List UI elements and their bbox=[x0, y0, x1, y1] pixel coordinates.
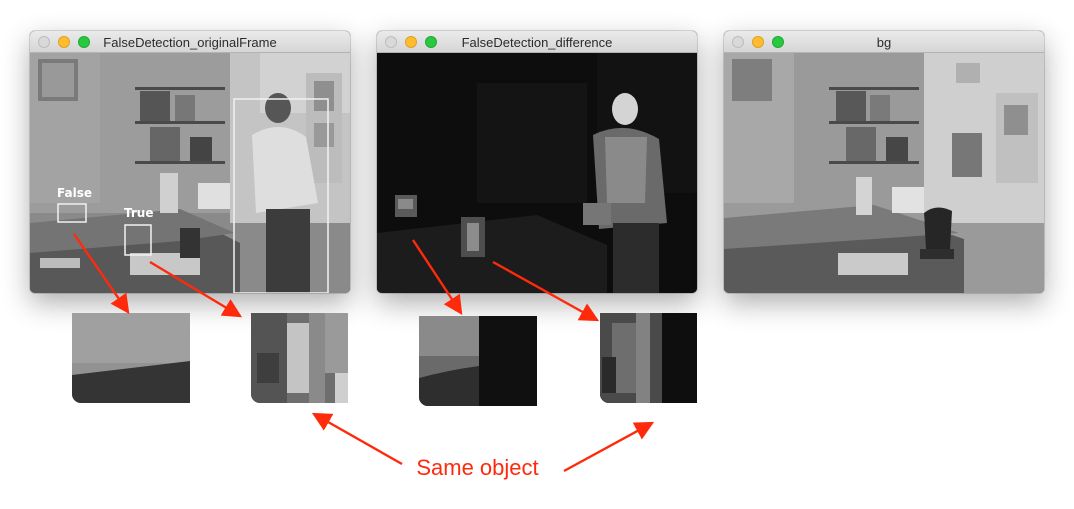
crop-true-original bbox=[251, 313, 348, 403]
background-image bbox=[724, 53, 1044, 293]
maximize-button[interactable] bbox=[425, 36, 437, 48]
window-title: FalseDetection_difference bbox=[461, 35, 613, 50]
close-button[interactable] bbox=[38, 36, 50, 48]
window-titlebar[interactable]: bg bbox=[724, 31, 1044, 53]
window-title: bg bbox=[876, 35, 892, 50]
true-detection-label: True bbox=[124, 206, 153, 220]
crop-true-difference bbox=[600, 313, 697, 403]
window-titlebar[interactable]: FalseDetection_difference bbox=[377, 31, 697, 53]
window-difference[interactable]: FalseDetection_difference bbox=[377, 31, 697, 293]
false-detection-label: False bbox=[57, 186, 92, 200]
same-object-caption: Same object bbox=[416, 455, 539, 480]
maximize-button[interactable] bbox=[772, 36, 784, 48]
window-bg[interactable]: bg bbox=[724, 31, 1044, 293]
window-titlebar[interactable]: FalseDetection_originalFrame bbox=[30, 31, 350, 53]
close-button[interactable] bbox=[385, 36, 397, 48]
minimize-button[interactable] bbox=[58, 36, 70, 48]
maximize-button[interactable] bbox=[78, 36, 90, 48]
minimize-button[interactable] bbox=[752, 36, 764, 48]
window-original-frame[interactable]: FalseDetection_originalFrame False T bbox=[30, 31, 350, 293]
difference-image bbox=[377, 53, 697, 293]
arrow-caption-left bbox=[311, 412, 403, 466]
arrow-caption-right bbox=[563, 421, 655, 473]
crop-false-difference bbox=[419, 316, 537, 406]
minimize-button[interactable] bbox=[405, 36, 417, 48]
window-title: FalseDetection_originalFrame bbox=[103, 35, 277, 50]
original-frame-image: False True bbox=[30, 53, 350, 293]
close-button[interactable] bbox=[732, 36, 744, 48]
crop-false-original bbox=[72, 313, 190, 403]
